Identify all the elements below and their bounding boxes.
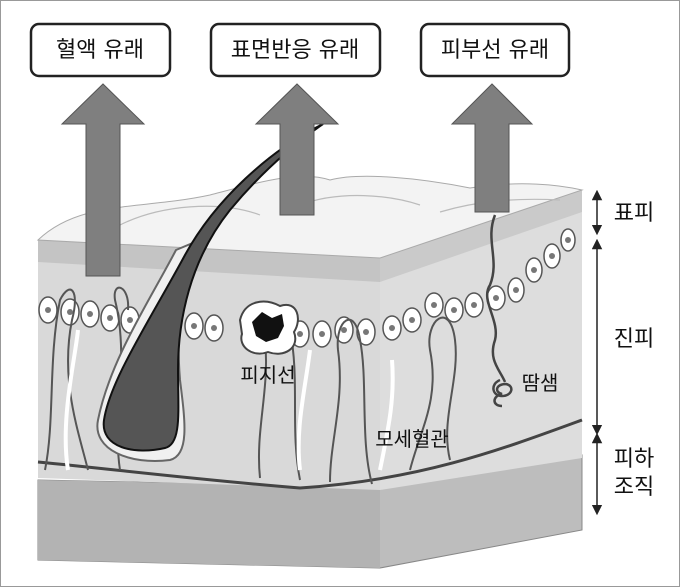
epidermis-side-band bbox=[380, 190, 582, 282]
arrows bbox=[60, 83, 534, 277]
arrow-blood bbox=[60, 83, 146, 277]
source-label-gland: 피부선 유래 bbox=[441, 38, 549, 63]
dermis-subcutis-boundary bbox=[37, 418, 583, 490]
source-boxes: 혈액 유래 표면반응 유래 피부선 유래 bbox=[29, 22, 571, 78]
cell-nuclei bbox=[45, 237, 571, 337]
source-label-surface: 표면반응 유래 bbox=[231, 38, 359, 63]
label-dermis: 진피 bbox=[614, 327, 654, 352]
arrow-gland bbox=[450, 83, 534, 213]
label-subcutis-line2: 조직 bbox=[614, 475, 654, 500]
source-box-gland bbox=[419, 22, 571, 78]
hair-follicle bbox=[96, 123, 324, 462]
source-box-surface bbox=[209, 22, 382, 78]
label-capillary: 모세혈관 bbox=[375, 427, 449, 451]
label-sebaceous-gland: 피지선 bbox=[240, 363, 295, 387]
skin-surface bbox=[36, 175, 584, 259]
source-box-blood bbox=[29, 22, 172, 78]
capillary-network-pale bbox=[63, 329, 395, 471]
sweat-gland bbox=[485, 214, 513, 408]
arrow-surface bbox=[254, 83, 340, 216]
source-label-blood: 혈액 유래 bbox=[56, 38, 144, 63]
subcutis-front-face bbox=[38, 480, 380, 568]
hair-shaft bbox=[102, 123, 324, 452]
label-sweat-gland: 땀샘 bbox=[522, 371, 559, 395]
epidermis-front-band bbox=[38, 240, 380, 282]
sebaceous-gland bbox=[238, 300, 299, 355]
label-subcutis-line1: 피하 bbox=[614, 447, 654, 472]
label-epidermis: 표피 bbox=[614, 201, 654, 226]
